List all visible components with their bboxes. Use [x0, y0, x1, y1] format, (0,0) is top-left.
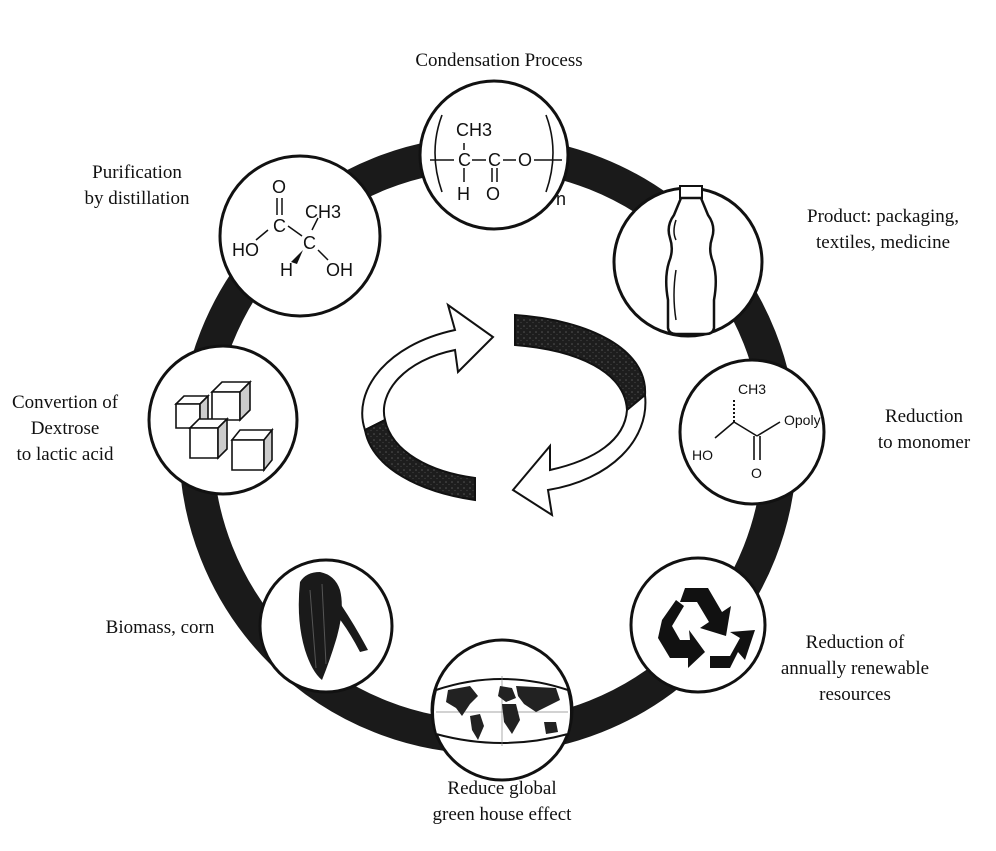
chem-ch3: CH3: [456, 120, 492, 140]
corn-icon: [298, 572, 368, 680]
node-greenhouse: [430, 638, 574, 782]
node-biomass: [258, 558, 394, 694]
world-map-icon: [432, 676, 572, 746]
cycle-arrows-icon: [361, 302, 647, 518]
chem-c2: C: [303, 233, 316, 253]
label-reduction-resources-line1: Reduction of: [806, 632, 905, 653]
chem-carbonyl-o: O: [486, 184, 500, 204]
node-product: [612, 185, 764, 338]
polylactic-acid-repeat-unit-structure: CH3 C C O H O n: [430, 114, 566, 209]
node-reduction-resources: [629, 556, 767, 694]
lactate-ester-structure: CH3 Opoly HO O: [692, 381, 821, 481]
node-conversion: [147, 344, 299, 496]
chem-oh: OH: [326, 260, 353, 280]
chem-o: O: [272, 177, 286, 197]
label-conversion-line1: Convertion of: [12, 392, 119, 413]
node-condensation-circle: [418, 79, 570, 231]
chem-ho: HO: [692, 447, 713, 463]
chem-opoly: Opoly: [784, 412, 821, 428]
label-reduction-resources-line2: annually renewable: [781, 658, 929, 679]
label-reduction-monomer: Reduction to monomer: [878, 406, 971, 453]
sugar-cubes-icon: [174, 380, 274, 473]
chem-h: H: [457, 184, 470, 204]
node-reduction-resources-circle: [629, 556, 767, 694]
label-purification-line1: Purification: [92, 162, 182, 183]
bottle-icon: [665, 185, 717, 336]
node-reduction-monomer: CH3 Opoly HO O: [678, 358, 826, 506]
lactic-acid-structure: O C HO C CH3 H OH: [232, 177, 353, 280]
chem-c1: C: [273, 216, 286, 236]
label-conversion-line2: Dextrose: [31, 418, 100, 439]
label-purification-line2: by distillation: [84, 188, 190, 209]
label-greenhouse: Reduce global green house effect: [433, 778, 573, 825]
chem-o: O: [518, 150, 532, 170]
chem-o: O: [751, 465, 762, 481]
label-product: Product: packaging, textiles, medicine: [807, 206, 959, 253]
label-greenhouse-line2: green house effect: [433, 804, 573, 825]
label-product-line2: textiles, medicine: [816, 232, 950, 253]
chem-h: H: [280, 260, 293, 280]
chem-c2: C: [488, 150, 501, 170]
label-reduction-monomer-line1: Reduction: [885, 406, 964, 427]
node-purification-circle: [218, 154, 382, 318]
label-purification: Purification by distillation: [84, 162, 190, 209]
label-reduction-resources: Reduction of annually renewable resource…: [781, 632, 929, 705]
recycle-icon: [658, 588, 755, 668]
label-conversion: Convertion of Dextrose to lactic acid: [12, 392, 119, 465]
node-reduction-monomer-circle: [678, 358, 826, 506]
label-reduction-resources-line3: resources: [819, 684, 891, 705]
chem-n: n: [556, 189, 566, 209]
label-biomass: Biomass, corn: [106, 617, 215, 638]
chem-ch3: CH3: [305, 202, 341, 222]
label-biomass-line1: Biomass, corn: [106, 617, 215, 638]
label-condensation-line1: Condensation Process: [415, 50, 582, 71]
label-product-line1: Product: packaging,: [807, 206, 959, 227]
label-greenhouse-line1: Reduce global: [447, 778, 556, 799]
label-condensation: Condensation Process: [415, 50, 582, 71]
node-purification: O C HO C CH3 H OH: [218, 154, 382, 318]
node-condensation: CH3 C C O H O n: [418, 79, 570, 231]
chem-c1: C: [458, 150, 471, 170]
label-reduction-monomer-line2: to monomer: [878, 432, 971, 453]
chem-ch3: CH3: [738, 381, 766, 397]
label-conversion-line3: to lactic acid: [16, 444, 114, 465]
chem-ho: HO: [232, 240, 259, 260]
